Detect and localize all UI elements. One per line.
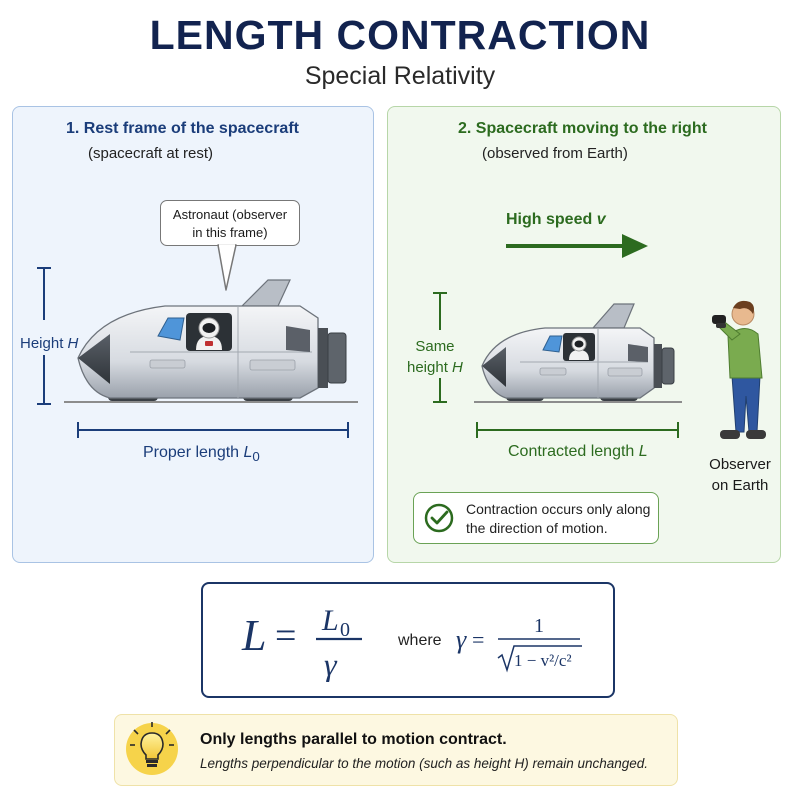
page-subtitle: Special Relativity xyxy=(304,62,496,90)
proper-length-bar xyxy=(77,422,349,438)
observer-with-binoculars-illustration xyxy=(712,300,766,439)
tip-detail-part-1: Lengths perpendicular to the motion (suc… xyxy=(200,756,515,771)
astronaut-illustration xyxy=(196,317,222,350)
gamma-formula: γ = 1 1 − v²/c² xyxy=(456,615,582,673)
rest-panel-heading: 1. Rest frame of the spacecraft xyxy=(66,120,299,137)
callout-line-2: in this frame) xyxy=(192,225,268,240)
gamma-symbol: γ xyxy=(456,625,467,654)
rest-panel-subheading: (spacecraft at rest) xyxy=(88,145,214,162)
tip-box xyxy=(114,714,678,786)
page-title: LENGTH CONTRACTION xyxy=(149,12,651,58)
formula-equals: = xyxy=(275,615,296,657)
tip-heading: Only lengths parallel to motion contract… xyxy=(200,731,507,748)
checkmark-circle-icon xyxy=(424,503,454,533)
main-formula: L = L 0 γ xyxy=(241,604,362,682)
callout-pointer xyxy=(217,244,237,291)
gamma-equals: = xyxy=(472,627,484,652)
note-line-1: Contraction occurs only along xyxy=(466,501,651,517)
tip-detail-part-2: ) remain unchanged. xyxy=(524,756,649,771)
observer-label: Observer on Earth xyxy=(700,454,780,496)
contraction-note-text: Contraction occurs only along the direct… xyxy=(466,500,661,538)
proper-length-text: Proper length xyxy=(143,444,244,461)
rest-height-bracket xyxy=(37,267,51,405)
same-height-symbol: H xyxy=(452,359,463,376)
contracted-length-bar xyxy=(476,422,679,438)
moving-height-bracket xyxy=(433,292,447,403)
proper-length-label: Proper length L0 xyxy=(143,444,260,464)
formula-lhs: L xyxy=(241,611,266,660)
rest-height-text: Height xyxy=(20,335,68,352)
contraction-note-box xyxy=(413,492,659,544)
high-speed-label: High speed v xyxy=(506,211,606,229)
formula-denominator: γ xyxy=(324,646,338,682)
high-speed-text: High speed xyxy=(506,211,597,228)
observer-line-2: on Earth xyxy=(711,477,769,494)
spacecraft-moving xyxy=(481,303,675,401)
gamma-numerator: 1 xyxy=(534,615,544,637)
rest-height-label: Height H xyxy=(20,335,78,352)
rest-height-symbol: H xyxy=(67,335,79,352)
contracted-length-label: Contracted length L xyxy=(508,443,648,461)
moving-panel-subheading: (observed from Earth) xyxy=(482,145,628,162)
same-height-label: Same height H xyxy=(407,336,463,378)
note-line-2: the direction of motion. xyxy=(466,520,608,536)
high-speed-symbol: v xyxy=(596,211,606,228)
proper-length-symbol: L xyxy=(243,444,253,461)
formula-box xyxy=(201,582,615,698)
same-height-line-1: Same xyxy=(415,338,455,355)
tip-detail-symbol: H xyxy=(514,756,525,771)
observer-line-1: Observer xyxy=(709,456,771,473)
formula-where: where xyxy=(397,632,442,649)
spacecraft-rest xyxy=(77,279,347,401)
tip-detail: Lengths perpendicular to the motion (suc… xyxy=(200,756,648,771)
contracted-length-text: Contracted length xyxy=(508,443,639,460)
same-height-line-2: height H xyxy=(407,357,463,378)
formula-numerator: L xyxy=(321,604,339,637)
proper-length-subscript: 0 xyxy=(252,449,260,465)
moving-panel-heading: 2. Spacecraft moving to the right xyxy=(458,120,707,137)
contracted-length-symbol: L xyxy=(638,443,648,460)
same-height-text: height xyxy=(407,359,453,376)
gamma-denominator: 1 − v²/c² xyxy=(514,651,572,670)
lightbulb-icon xyxy=(126,722,178,775)
formula-numerator-subscript: 0 xyxy=(340,619,350,641)
callout-line-1: Astronaut (observer xyxy=(172,207,288,222)
right-arrow-icon xyxy=(506,234,648,258)
